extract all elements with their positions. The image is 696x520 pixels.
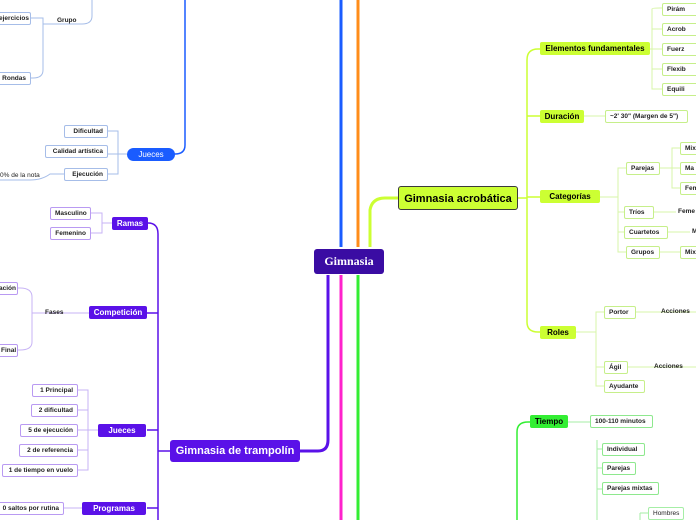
rama-femenino[interactable]: Femenino <box>50 227 91 240</box>
categorias-node[interactable]: Categorías <box>540 190 600 203</box>
juez-dificultad-leaf[interactable]: Dificultad <box>64 125 108 138</box>
elemento-leaf-3[interactable]: Fuerz <box>662 43 696 56</box>
competicion-fases[interactable]: Fases <box>45 309 64 316</box>
roles-node[interactable]: Roles <box>540 326 576 339</box>
rol-agil[interactable]: Ágil <box>604 361 628 374</box>
trios-sub[interactable]: Feme <box>678 208 695 215</box>
juez-tiempo-vuelo[interactable]: 1 de tiempo en vuelo <box>2 464 78 477</box>
parejas-sub-2[interactable]: Ma <box>680 162 696 175</box>
competicion-node[interactable]: Competición <box>89 306 147 319</box>
juez-calidad-artistica-leaf[interactable]: Calidad artística <box>45 145 108 158</box>
rol-ayudante[interactable]: Ayudante <box>604 380 645 393</box>
ramas-node[interactable]: Ramas <box>112 217 148 230</box>
elemento-leaf-1[interactable]: Pirám <box>662 3 696 16</box>
tiempo-item-3[interactable]: Parejas mixtas <box>602 482 659 495</box>
nota-porcentaje: 0% de la nota <box>0 172 40 179</box>
categoria-cuartetos[interactable]: Cuartetos <box>624 226 668 239</box>
parejas-sub-3[interactable]: Fem <box>680 182 696 195</box>
juez-referencia[interactable]: 2 de referencia <box>19 444 78 457</box>
tiempo-value[interactable]: 100-110 minutos <box>590 415 653 428</box>
categoria-parejas[interactable]: Parejas <box>626 162 660 175</box>
programas-node[interactable]: Programas <box>82 502 146 515</box>
categoria-trios[interactable]: Tríos <box>624 206 654 219</box>
juez-ejecucion[interactable]: 5 de ejecución <box>20 424 78 437</box>
tiempo-item-2[interactable]: Parejas <box>602 462 636 475</box>
duracion-node[interactable]: Duración <box>540 110 584 123</box>
grupo-label[interactable]: Grupo <box>57 17 77 24</box>
jueces-trampolin-node[interactable]: Jueces <box>98 424 146 437</box>
juez-principal[interactable]: 1 Principal <box>32 384 78 397</box>
rol-portor[interactable]: Portor <box>604 306 636 319</box>
tiempo-item-1[interactable]: Individual <box>602 443 645 456</box>
cuartetos-sub[interactable]: M <box>692 228 696 235</box>
fase-clasificacion[interactable]: ación <box>0 282 18 295</box>
juez-dificultad[interactable]: 2 dificultad <box>31 404 78 417</box>
portor-acciones[interactable]: Acciones <box>661 308 690 315</box>
jueces-node[interactable]: Jueces <box>127 148 175 161</box>
fase-final[interactable]: Final <box>0 344 18 357</box>
rama-masculino[interactable]: Masculino <box>50 207 91 220</box>
duracion-value[interactable]: ~2' 30" (Margen de 5") <box>605 110 688 123</box>
elemento-leaf-4[interactable]: Flexib <box>662 63 696 76</box>
agil-acciones[interactable]: Acciones <box>654 363 683 370</box>
elemento-leaf-2[interactable]: Acrob <box>662 23 696 36</box>
parejas-sub-1[interactable]: Mix <box>680 142 696 155</box>
rondas-leaf[interactable]: Rondas <box>0 72 31 85</box>
trampolin-node[interactable]: Gimnasia de trampolín <box>170 440 300 462</box>
tiempo-hombres[interactable]: Hombres <box>648 507 685 520</box>
ejercicios-leaf[interactable]: ejercicios <box>0 12 31 25</box>
programa-saltos[interactable]: 0 saltos por rutina <box>0 502 64 515</box>
tiempo-node[interactable]: Tiempo <box>530 415 568 428</box>
acrobatica-node[interactable]: Gimnasia acrobática <box>398 186 518 210</box>
elementos-fundamentales-node[interactable]: Elementos fundamentales <box>540 42 650 55</box>
root-node[interactable]: Gimnasia <box>314 249 384 274</box>
elemento-leaf-5[interactable]: Equili <box>662 83 696 96</box>
juez-ejecucion-leaf[interactable]: Ejecución <box>64 168 108 181</box>
categoria-grupos[interactable]: Grupos <box>626 246 660 259</box>
grupos-sub[interactable]: Mix <box>680 246 696 259</box>
